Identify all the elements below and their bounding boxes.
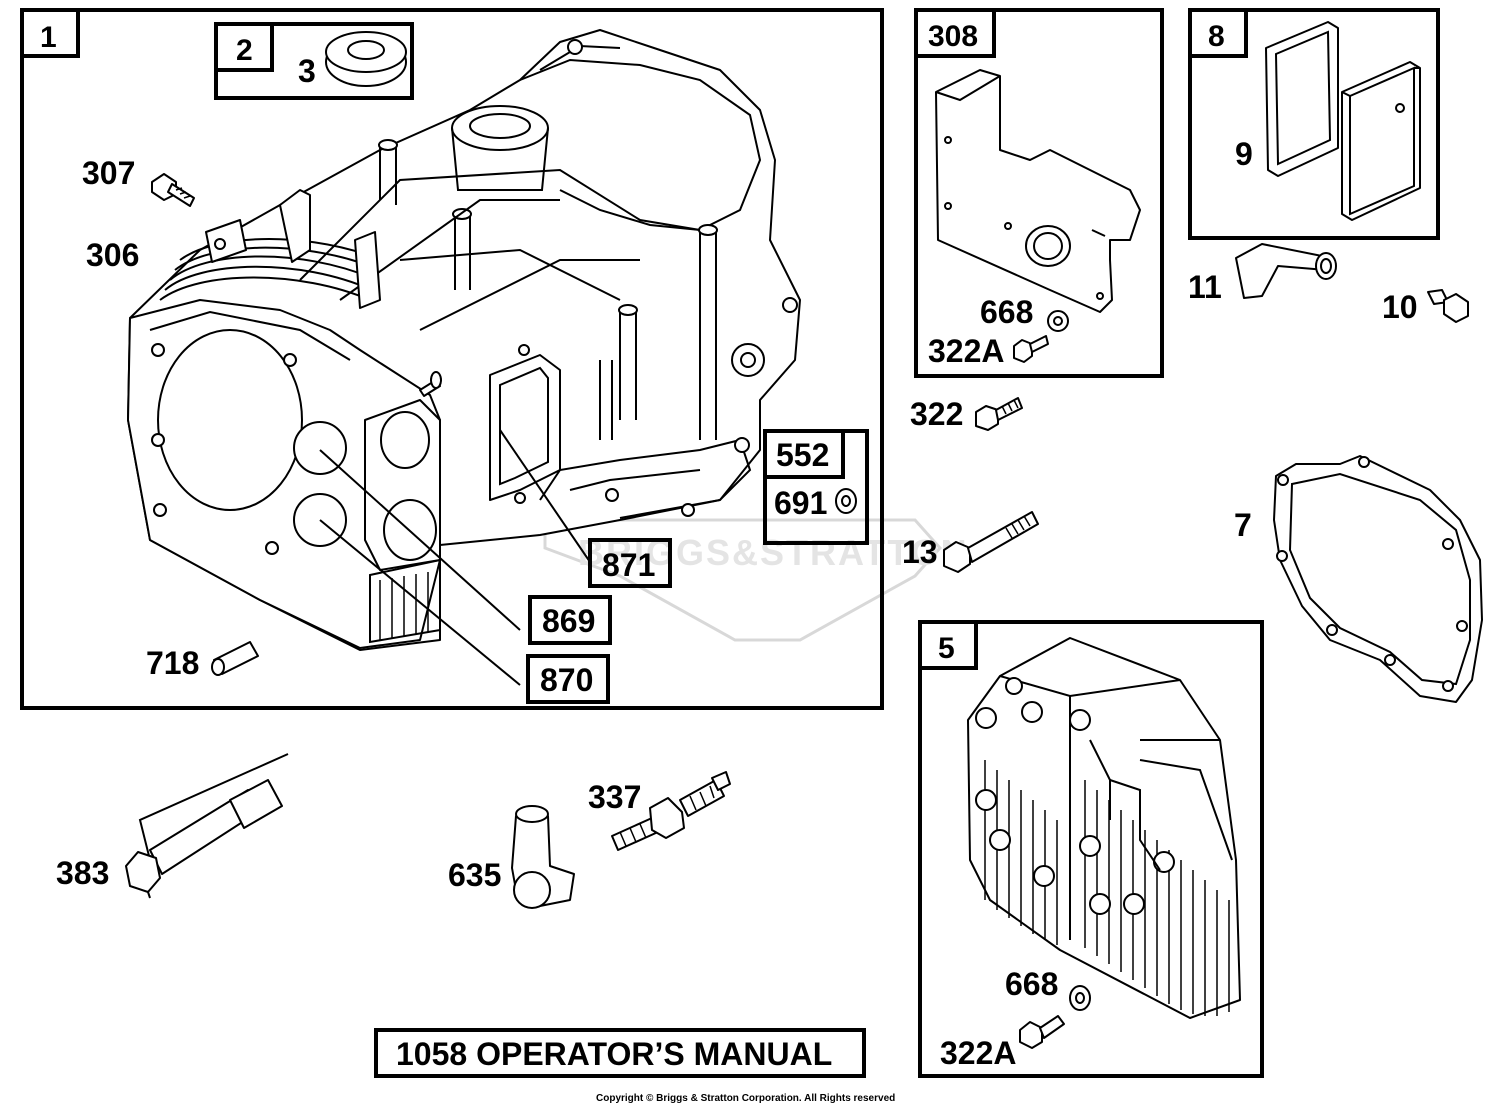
part-label-668-top: 668	[980, 294, 1033, 330]
cover-part-8	[1341, 61, 1421, 221]
part-label-635: 635	[448, 857, 501, 893]
part-label-552: 552	[776, 437, 829, 473]
washer-part-668-bottom	[1069, 985, 1091, 1011]
group-8-frame	[1188, 8, 1440, 240]
part-label-322a-top: 322A	[928, 333, 1005, 369]
screw-part-322a-top	[1013, 335, 1049, 363]
manual-title: 1058 OPERATOR’S MANUAL	[396, 1036, 832, 1072]
gasket-part-7	[1273, 455, 1483, 703]
washer-part-691	[835, 488, 857, 514]
part-552-box	[763, 429, 845, 479]
leader-869	[319, 449, 521, 631]
part-label-7: 7	[1234, 507, 1252, 543]
part-label-322: 322	[910, 396, 963, 432]
washer-part-668-top	[1047, 310, 1069, 332]
part-label-10: 10	[1382, 289, 1418, 325]
spark-plug-boot-part-635	[511, 805, 575, 909]
part-label-1: 1	[40, 21, 57, 54]
leader-871	[499, 429, 591, 563]
part-label-691: 691	[774, 485, 827, 521]
part-label-8: 8	[1208, 20, 1225, 53]
part-label-322a-bottom: 322A	[940, 1035, 1017, 1071]
spark-plug-part-337	[611, 771, 731, 851]
screw-part-322	[975, 397, 1023, 431]
part-871-box	[588, 538, 672, 588]
part-label-11: 11	[1188, 269, 1222, 305]
part-label-9: 9	[1235, 136, 1253, 172]
part-label-2: 2	[236, 34, 253, 67]
part-label-869: 869	[542, 603, 595, 639]
group-8-tag-box	[1188, 8, 1248, 58]
part-label-5: 5	[938, 632, 955, 665]
gasket-part-9	[1265, 21, 1339, 177]
bolt-part-307	[151, 173, 195, 207]
group-1-frame	[20, 8, 884, 710]
part-label-307: 307	[82, 155, 135, 191]
oil-seal-part-3	[325, 31, 407, 87]
part-label-3: 3	[298, 53, 316, 89]
screw-part-322a-bottom	[1019, 1015, 1065, 1049]
part-label-306: 306	[86, 237, 139, 273]
copyright-notice: Copyright © Briggs & Stratton Corporatio…	[596, 1093, 895, 1104]
dowel-part-718	[211, 641, 259, 676]
part-label-13: 13	[902, 534, 938, 570]
engine-block-drawing	[127, 29, 801, 651]
title-box	[374, 1028, 866, 1078]
group-308-tag-box	[914, 8, 996, 58]
part-869-box	[528, 595, 612, 645]
group-5-tag-box	[918, 620, 978, 670]
part-label-668-bottom: 668	[1005, 966, 1058, 1002]
part-label-870: 870	[540, 662, 593, 698]
tube-part-11	[1235, 243, 1337, 299]
group-2-tag-box	[214, 22, 274, 72]
group-308-frame	[914, 8, 1164, 378]
part-870-box	[526, 654, 610, 704]
part-label-308: 308	[928, 20, 978, 53]
group-1-tag-box	[20, 8, 80, 58]
bolt-part-13	[943, 511, 1039, 573]
screw-part-10	[1427, 289, 1469, 323]
group-5-frame	[918, 620, 1264, 1078]
part-label-383: 383	[56, 855, 109, 891]
cylinder-head-part-5	[967, 637, 1241, 1019]
part-label-871: 871	[602, 547, 655, 583]
part-label-718: 718	[146, 645, 199, 681]
leader-870	[319, 519, 521, 686]
shield-part-308	[935, 69, 1141, 313]
part-label-337: 337	[588, 779, 641, 815]
tool-part-383	[125, 753, 289, 899]
